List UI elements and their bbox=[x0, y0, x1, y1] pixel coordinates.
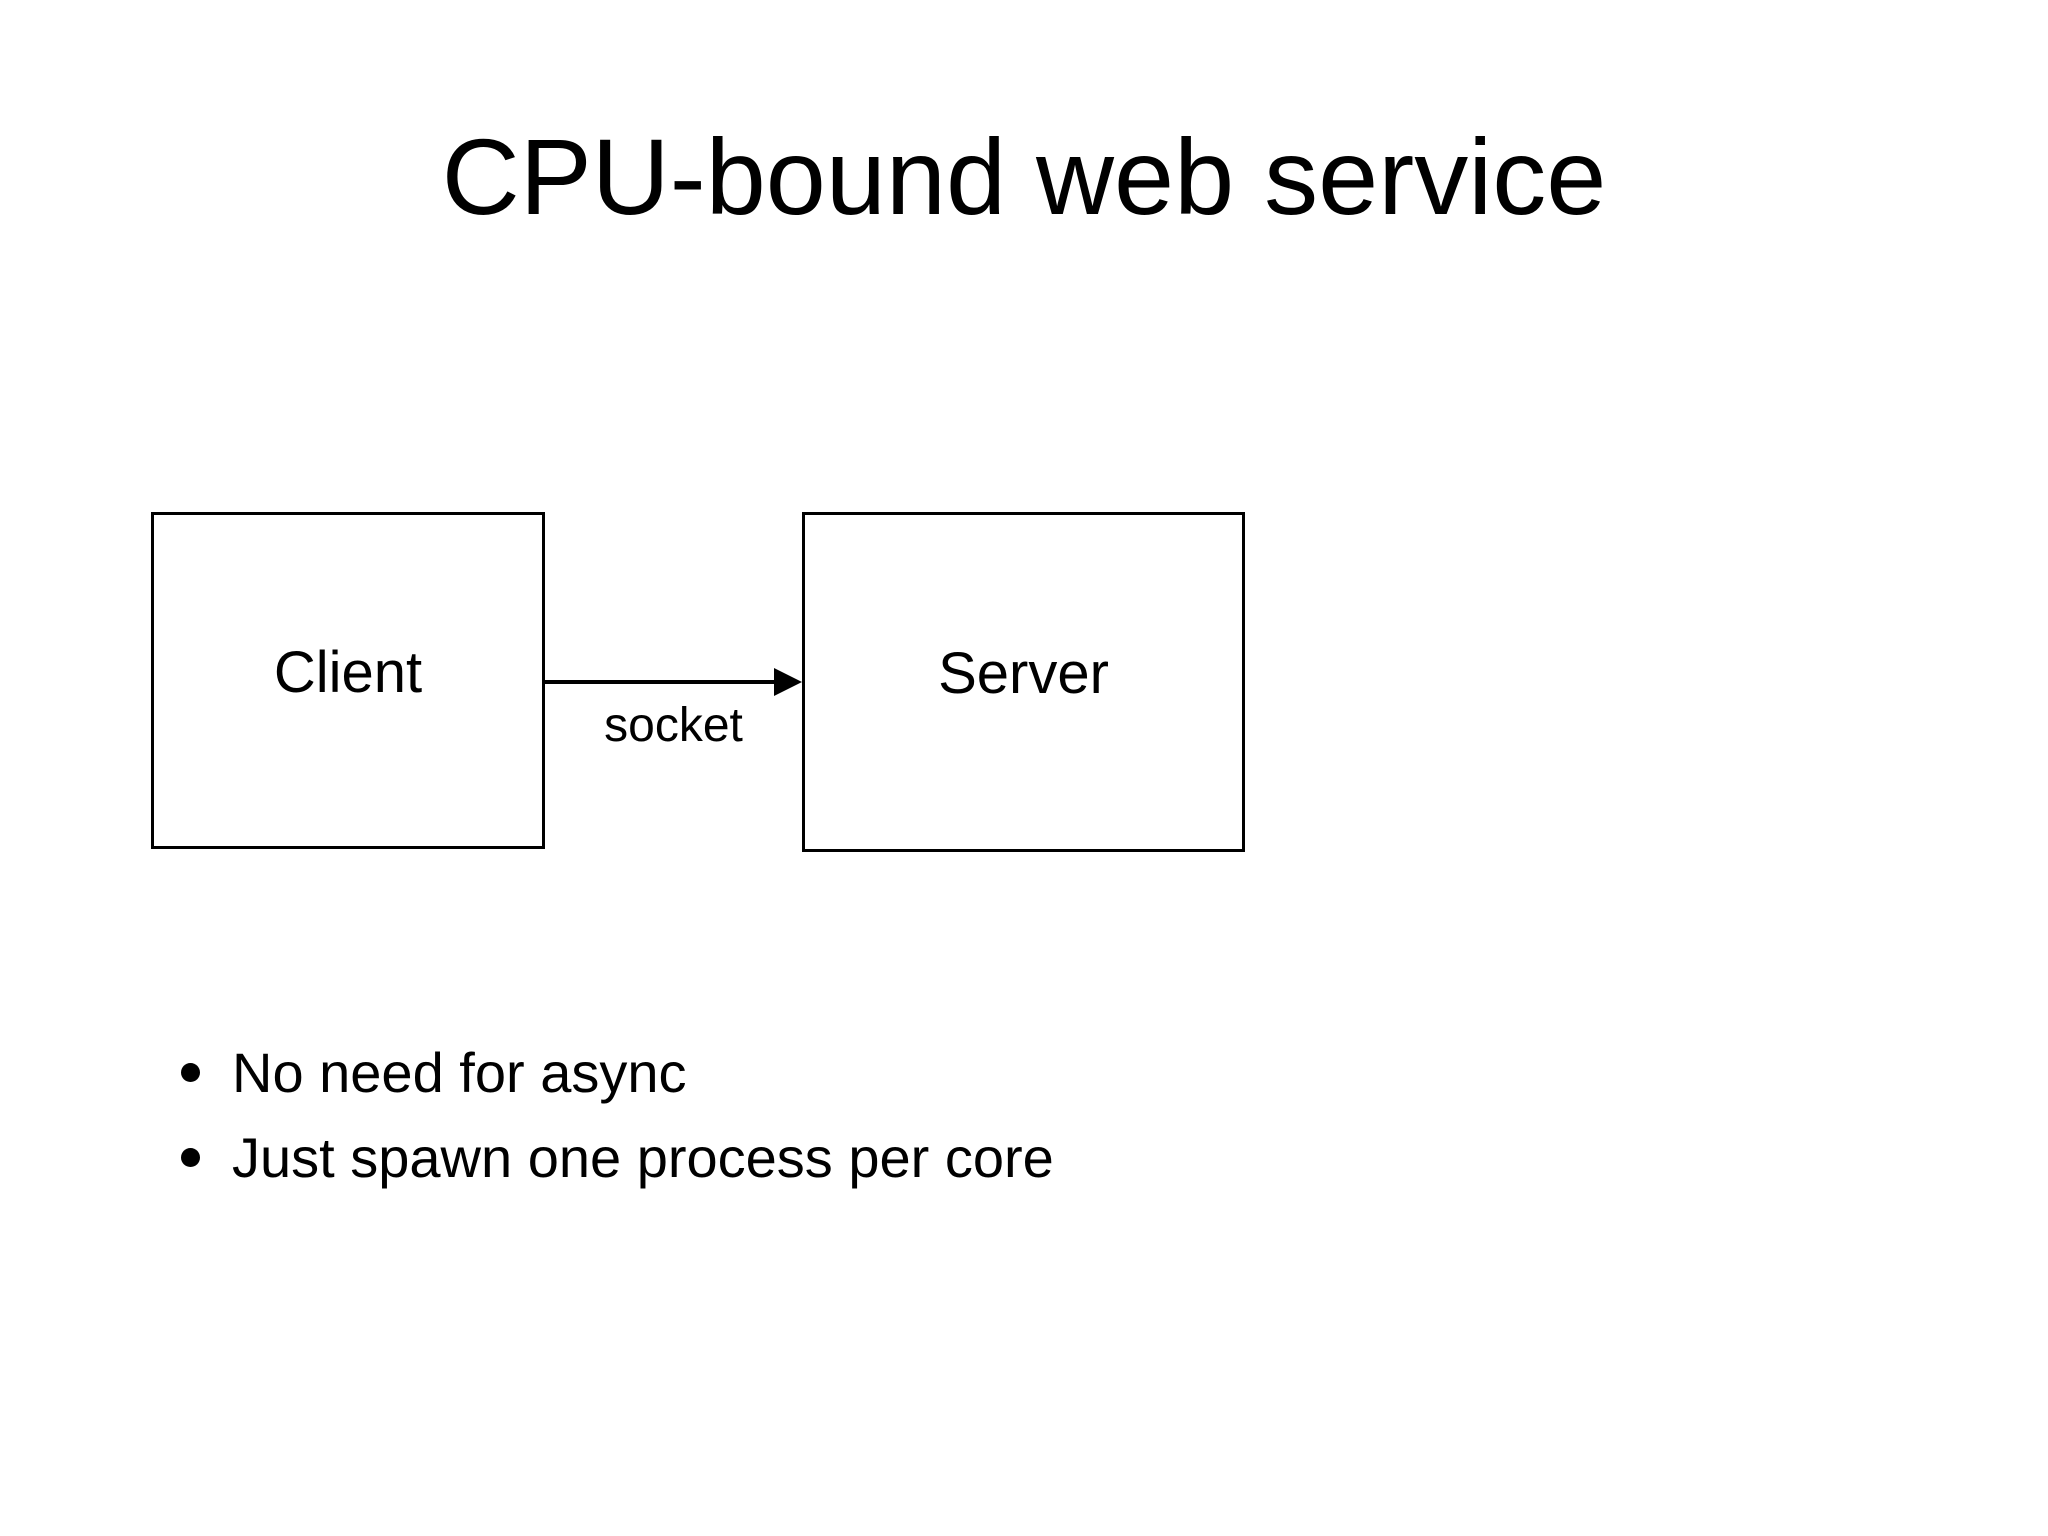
slide-title: CPU-bound web service bbox=[441, 116, 1607, 237]
bullet-dot-icon bbox=[181, 1148, 200, 1167]
socket-arrow-label: socket bbox=[604, 699, 743, 752]
client-box-label: Client bbox=[273, 639, 423, 705]
server-box: Server bbox=[802, 512, 1245, 852]
socket-arrow-icon bbox=[545, 668, 802, 696]
bullet-list: No need for async Just spawn one process… bbox=[181, 1030, 1054, 1200]
bullet-dot-icon bbox=[181, 1063, 200, 1082]
bullet-item: No need for async bbox=[181, 1030, 1054, 1115]
bullet-text: No need for async bbox=[232, 1041, 687, 1104]
bullet-item: Just spawn one process per core bbox=[181, 1115, 1054, 1200]
server-box-label: Server bbox=[938, 641, 1109, 706]
bullet-text: Just spawn one process per core bbox=[232, 1126, 1054, 1189]
client-box: Client bbox=[151, 512, 545, 849]
